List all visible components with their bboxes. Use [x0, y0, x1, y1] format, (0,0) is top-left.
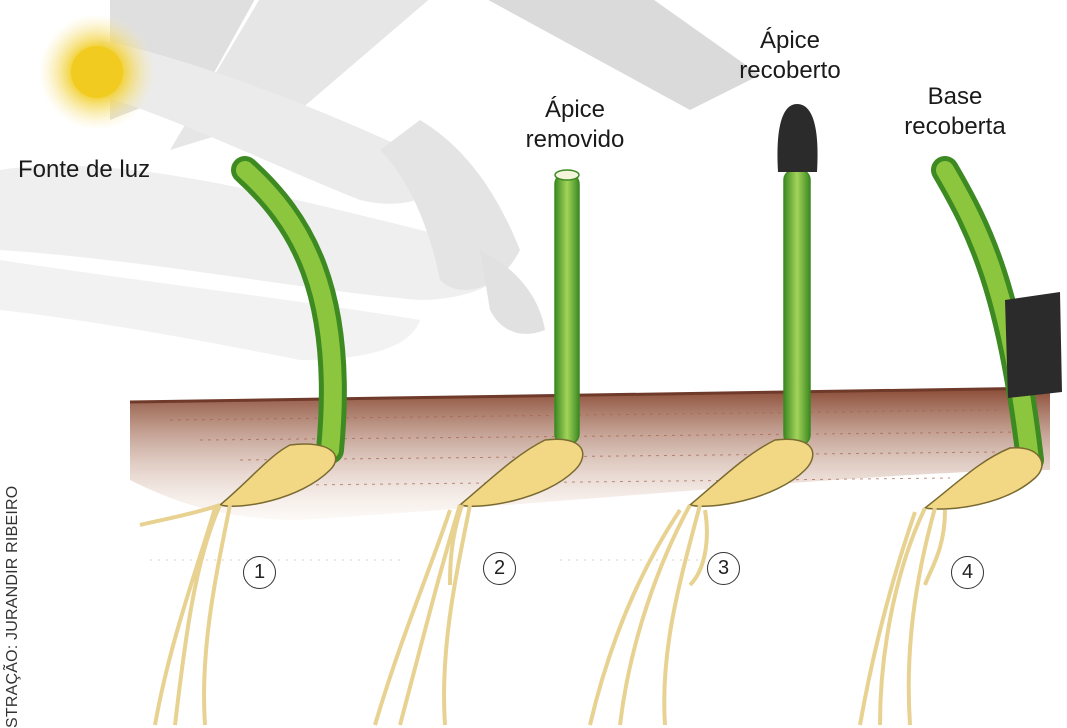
seedling-number-3: 3 [707, 552, 740, 585]
seedling-3-label: Ápice recoberto [715, 26, 865, 86]
seedling-4-label: Base recoberta [880, 82, 1030, 142]
seedling-4-label-line-2: recoberta [904, 113, 1006, 140]
seedling-number-1: 1 [243, 556, 276, 589]
seedling-number-4: 4 [951, 556, 984, 589]
seedling-3-label-line-1: Ápice [759, 27, 821, 54]
sun-icon [39, 14, 155, 130]
illustration-credit: STRAÇÃO: JURANDIR RIBEIRO [4, 485, 21, 728]
seedling-number-2: 2 [483, 552, 516, 585]
seedling-2-label-line-1: Ápice [544, 96, 606, 123]
black-cap-icon [777, 104, 818, 172]
seedling-3 [588, 104, 818, 726]
soil-layer [129, 386, 1051, 561]
seedling-4 [858, 156, 1062, 726]
seedling-1 [139, 156, 347, 726]
seedling-2 [373, 169, 584, 726]
seedling-3-label-line-2: recoberto [739, 57, 841, 84]
light-source-label: Fonte de luz [18, 156, 151, 183]
seedling-4-label-line-1: Base [927, 83, 983, 110]
light-rays [0, 0, 760, 360]
black-sleeve-icon [1005, 292, 1062, 398]
seedling-2-label-line-2: removido [525, 126, 625, 153]
seedling-2-label: Ápice removido [500, 95, 650, 155]
